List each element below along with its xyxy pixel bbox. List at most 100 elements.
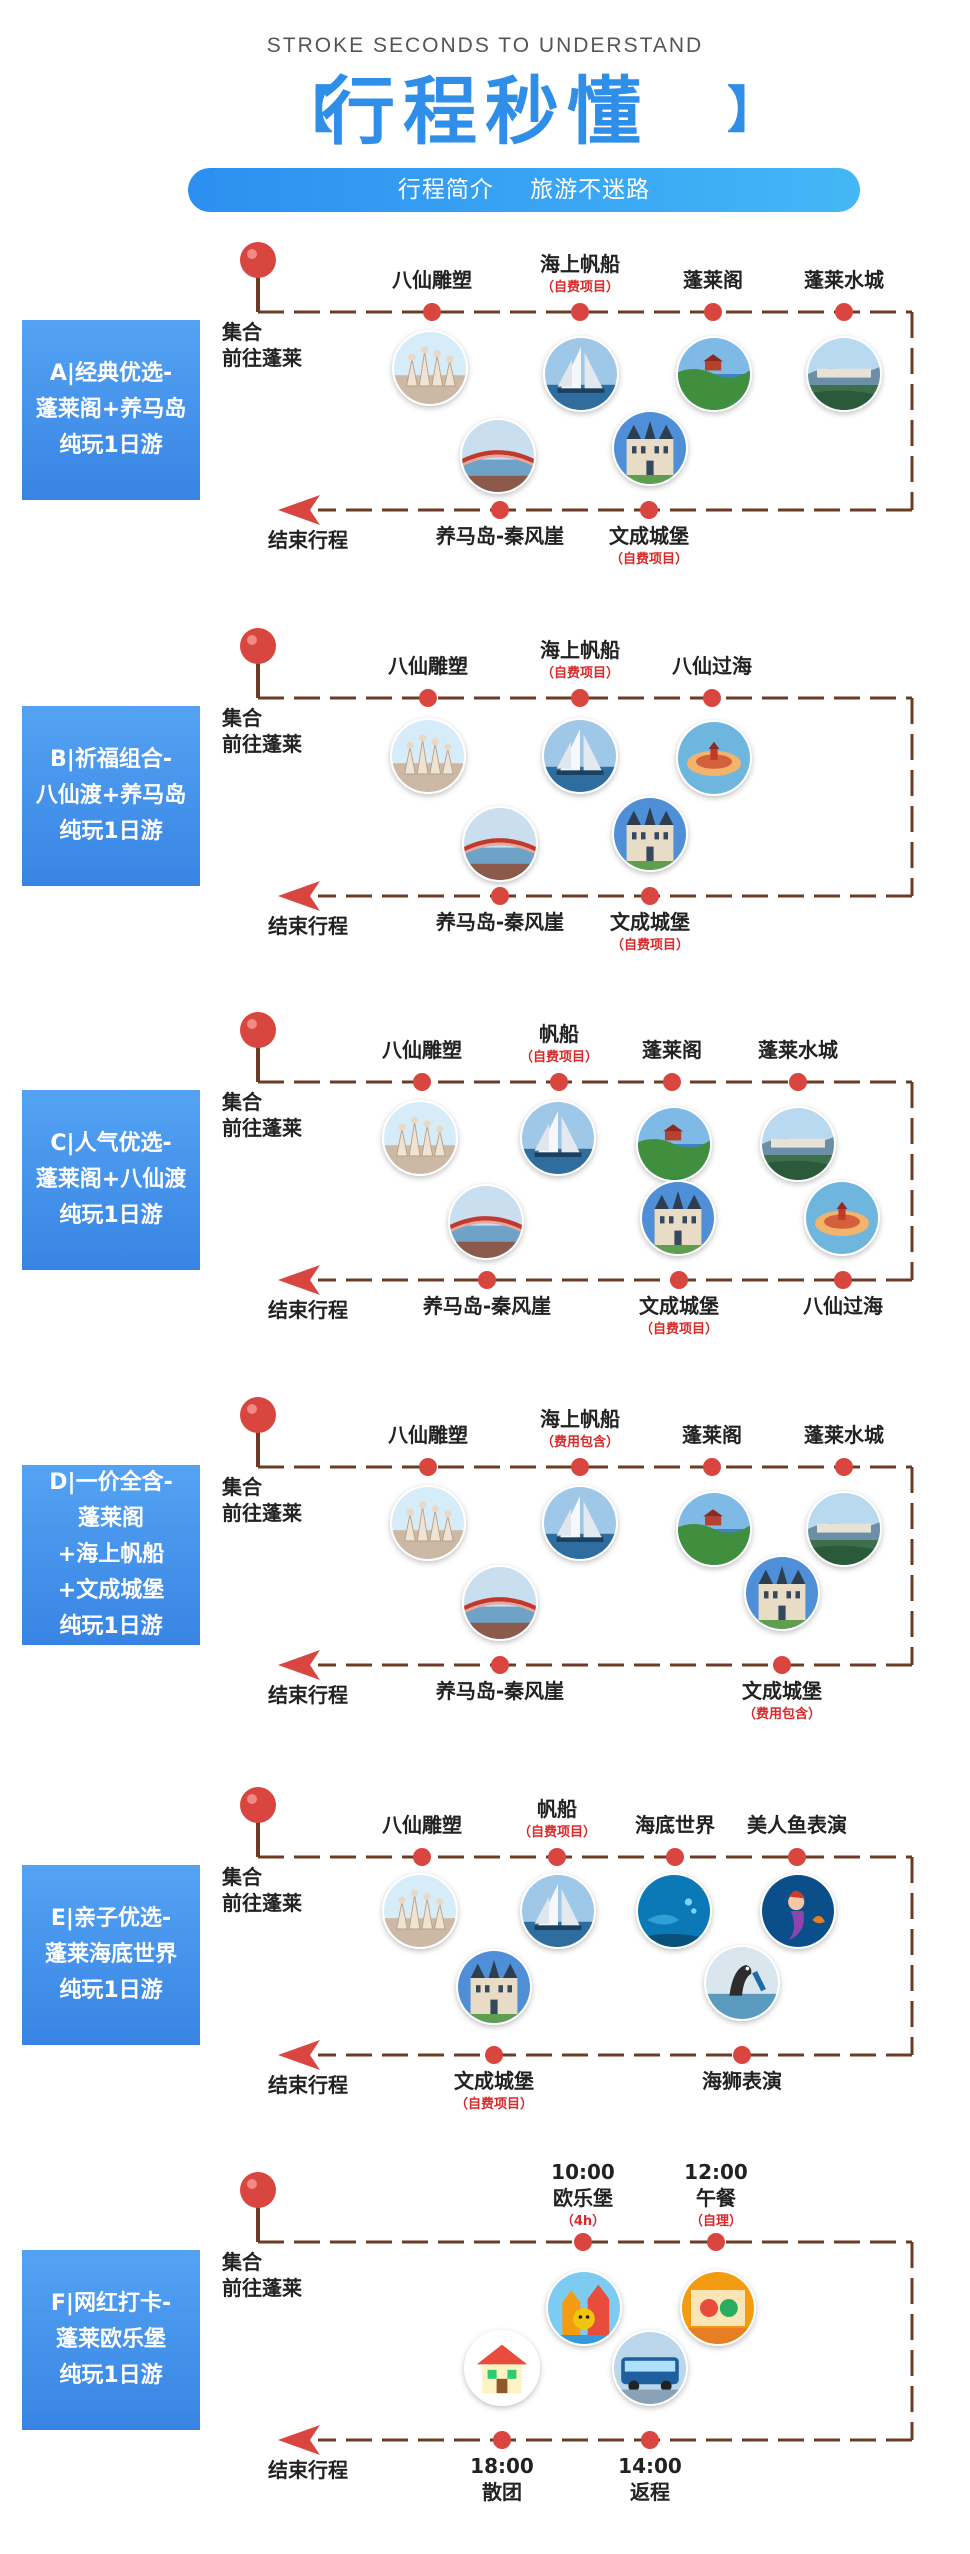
stop-time: 12:00 <box>684 2160 748 2184</box>
start-pin-highlight <box>247 2179 257 2189</box>
start-pin-highlight <box>247 635 257 645</box>
route-label-line: 纯玩1日游 <box>59 1978 163 2003</box>
stop-marker-dot <box>703 1458 721 1476</box>
end-arrow-icon <box>278 1650 320 1680</box>
start-label-line1: 集合 <box>222 320 262 344</box>
stop-marker-dot <box>641 2431 659 2449</box>
start-pin-icon <box>240 242 276 278</box>
route-track <box>240 1012 914 1295</box>
route-label-line: 纯玩1日游 <box>59 433 163 458</box>
start-label-line2: 前往蓬莱 <box>222 1116 302 1140</box>
route-label-line: F|网红打卡- <box>50 2291 172 2316</box>
sailboat-photo <box>543 336 619 412</box>
stop-marker-dot <box>640 501 658 519</box>
route-label-line: +海上帆船 <box>57 1542 165 1567</box>
bus-photo <box>612 2330 688 2406</box>
stop-name: 八仙雕塑 <box>382 1813 462 1837</box>
stop-tag: （自费项目） <box>540 280 620 295</box>
stop-name: 蓬莱水城 <box>804 1423 884 1447</box>
route-track <box>240 2172 914 2455</box>
stop-name: 海狮表演 <box>702 2069 782 2093</box>
end-arrow-icon <box>278 1265 320 1295</box>
itinerary-section: C|人气优选-蓬莱阁+八仙渡纯玩1日游集合前往蓬莱结束行程八仙雕塑帆船（自费项目… <box>0 1010 970 1390</box>
start-pin-highlight <box>247 1794 257 1804</box>
stop-time: 14:00 <box>618 2454 682 2478</box>
stop-time: 10:00 <box>551 2160 615 2184</box>
stop-tag: （自费项目） <box>540 666 620 681</box>
stop-marker-dot <box>550 1073 568 1091</box>
end-arrow-icon <box>278 2425 320 2455</box>
bridge-photo <box>462 1565 538 1641</box>
stop-name: 蓬莱阁 <box>683 268 743 292</box>
route-track <box>240 1397 914 1680</box>
stop-marker-dot <box>733 2046 751 2064</box>
stop-marker-dot <box>571 303 589 321</box>
stop-marker-dot <box>663 1073 681 1091</box>
castle-photo <box>612 410 688 486</box>
stop-tag: （自费项目） <box>639 1322 719 1337</box>
stop-name: 养马岛-秦风崖 <box>435 1679 565 1703</box>
route-label-box: A|经典优选-蓬莱阁+养马岛纯玩1日游 <box>22 320 200 500</box>
aquarium-photo <box>636 1873 712 1949</box>
route-label-box: D|一价全含-蓬莱阁+海上帆船+文成城堡纯玩1日游 <box>22 1465 200 1645</box>
route-label-line: 蓬莱欧乐堡 <box>55 2327 166 2352</box>
route-label-box: F|网红打卡-蓬莱欧乐堡纯玩1日游 <box>22 2250 200 2430</box>
route-label-line: +文成城堡 <box>57 1578 165 1603</box>
route-label-line: 纯玩1日游 <box>59 819 163 844</box>
house-photo <box>464 2330 540 2406</box>
stop-name: 养马岛-秦风崖 <box>435 910 565 934</box>
end-label: 结束行程 <box>268 1683 348 1707</box>
castle-photo <box>640 1180 716 1256</box>
route-label-line: D|一价全含- <box>49 1470 173 1495</box>
stop-name: 八仙过海 <box>672 654 752 678</box>
start-label-line1: 集合 <box>222 2250 262 2274</box>
end-label: 结束行程 <box>268 528 348 552</box>
watercity-photo <box>760 1106 836 1182</box>
stop-marker-dot <box>571 1458 589 1476</box>
stop-marker-dot <box>423 303 441 321</box>
sealion-photo <box>704 1945 780 2021</box>
start-pin-icon <box>240 2172 276 2208</box>
end-arrow-icon <box>278 881 320 911</box>
stop-marker-dot <box>773 1656 791 1674</box>
start-label-line2: 前往蓬莱 <box>222 2276 302 2300</box>
sculpture-photo <box>382 1100 458 1176</box>
end-label: 结束行程 <box>268 914 348 938</box>
stop-name: 文成城堡 <box>609 524 689 548</box>
start-pin-highlight <box>247 249 257 259</box>
start-label-line1: 集合 <box>222 1475 262 1499</box>
stop-name: 海底世界 <box>635 1813 715 1837</box>
start-pin-highlight <box>247 1404 257 1414</box>
stop-tag: （自费项目） <box>517 1825 597 1840</box>
stop-name: 返程 <box>630 2480 670 2504</box>
stop-marker-dot <box>704 303 722 321</box>
stop-marker-dot <box>666 1848 684 1866</box>
stop-marker-dot <box>789 1073 807 1091</box>
route-label-box: C|人气优选-蓬莱阁+八仙渡纯玩1日游 <box>22 1090 200 1270</box>
itinerary-section: A|经典优选-蓬莱阁+养马岛纯玩1日游集合前往蓬莱结束行程八仙雕塑海上帆船（自费… <box>0 240 970 620</box>
stop-marker-dot <box>707 2233 725 2251</box>
mermaid-photo <box>760 1873 836 1949</box>
bridge-photo <box>462 806 538 882</box>
watercity-photo <box>806 336 882 412</box>
themepark-photo <box>546 2270 622 2346</box>
start-pin-icon <box>240 1012 276 1048</box>
stop-marker-dot <box>835 1458 853 1476</box>
start-label-line2: 前往蓬莱 <box>222 1891 302 1915</box>
route-label-box: E|亲子优选-蓬莱海底世界纯玩1日游 <box>22 1865 200 2045</box>
route-label-line: 蓬莱阁 <box>77 1506 144 1531</box>
stop-name: 文成城堡 <box>454 2069 534 2093</box>
stop-marker-dot <box>571 689 589 707</box>
stop-name: 海上帆船 <box>540 638 620 662</box>
stop-tag: （4h） <box>560 2214 606 2229</box>
start-label-line1: 集合 <box>222 1865 262 1889</box>
stop-name: 八仙雕塑 <box>382 1038 462 1062</box>
stop-marker-dot <box>413 1073 431 1091</box>
end-label: 结束行程 <box>268 1298 348 1322</box>
start-label-line2: 前往蓬莱 <box>222 346 302 370</box>
stop-name: 蓬莱水城 <box>804 268 884 292</box>
route-track <box>240 628 914 911</box>
coast-photo <box>676 336 752 412</box>
itinerary-section: E|亲子优选-蓬莱海底世界纯玩1日游集合前往蓬莱结束行程八仙雕塑帆船（自费项目）… <box>0 1785 970 2165</box>
